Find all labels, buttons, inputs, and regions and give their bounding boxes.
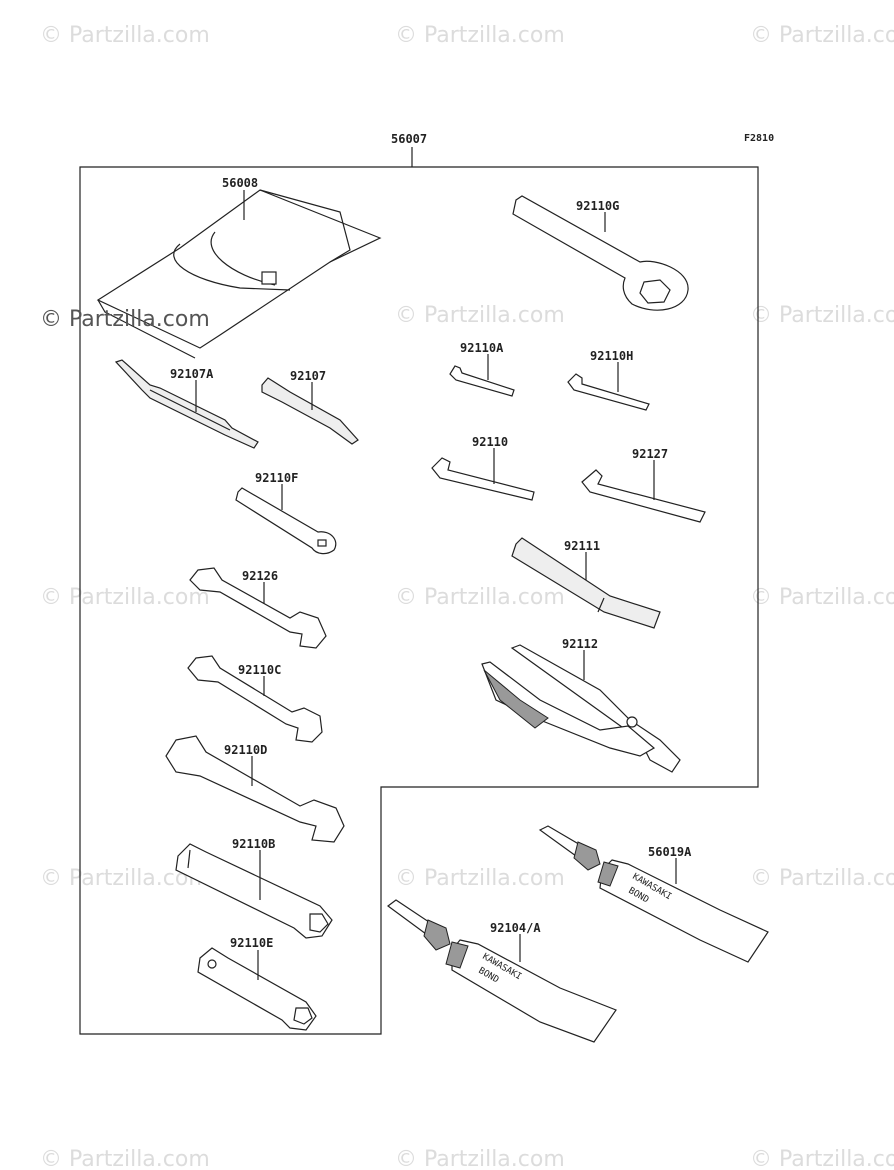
part-label: 92126 (242, 569, 278, 583)
part-label: 92110A (460, 341, 504, 355)
extension-bar (511, 537, 661, 629)
part-label: 92110D (224, 743, 267, 757)
hex-wrench-large (581, 469, 706, 523)
screwdriver-double (114, 359, 259, 449)
pliers (481, 644, 681, 773)
part-label: 92107 (290, 369, 326, 383)
hex-wrench (431, 457, 535, 501)
watermark: © Partzilla.com (395, 866, 565, 891)
part-label: 92127 (632, 447, 668, 461)
tool-bag (96, 189, 382, 359)
wrench-12 (189, 567, 327, 649)
box-wrench-e (197, 947, 317, 1031)
wrench-d (165, 735, 345, 843)
part-label: 92110G (576, 199, 619, 213)
part-label: 92111 (564, 539, 600, 553)
watermark: © Partzilla.com (40, 585, 210, 610)
watermarks: © Partzilla.com © Partzilla.com © Partzi… (40, 23, 894, 1170)
part-label: 92110C (238, 663, 281, 677)
watermark: © Partzilla.com (395, 303, 565, 328)
part-label: 92110H (590, 349, 633, 363)
hex-wrench-h (567, 373, 650, 411)
watermark: © Partzilla.com (750, 585, 894, 610)
figure-code: F2810 (744, 133, 774, 144)
watermark: © Partzilla.com (40, 1147, 210, 1170)
part-label: 92110B (232, 837, 275, 851)
box-wrench-b (175, 843, 333, 939)
wrench-f (235, 487, 337, 555)
kit-outline (79, 166, 759, 1035)
ring-wrench (512, 195, 689, 311)
part-label: 56019A (648, 845, 692, 859)
watermark: © Partzilla.com (750, 303, 894, 328)
part-label: 92110E (230, 936, 273, 950)
wrench-c (187, 655, 323, 743)
watermark: © Partzilla.com (750, 23, 894, 48)
part-label: 92110F (255, 471, 298, 485)
watermark: © Partzilla.com (750, 1147, 894, 1170)
part-label: 92112 (562, 637, 598, 651)
bond-tube-a: KAWASAKI BOND (538, 825, 769, 963)
part-label: 92110 (472, 435, 508, 449)
kit-part-number: 56007 (391, 132, 427, 146)
hex-wrench-a (449, 365, 515, 397)
part-label: 92107A (170, 367, 214, 381)
screwdriver (261, 377, 359, 445)
watermark: © Partzilla.com (395, 585, 565, 610)
watermark: © Partzilla.com (395, 23, 565, 48)
part-label: 56008 (222, 176, 258, 190)
watermark: © Partzilla.com (750, 866, 894, 891)
watermark: © Partzilla.com (395, 1147, 565, 1170)
watermark: © Partzilla.com (40, 23, 210, 48)
part-label: 92104/A (490, 921, 541, 935)
bond-tube-b: KAWASAKI BOND (386, 899, 617, 1043)
watermark: © Partzilla.com (40, 307, 210, 332)
